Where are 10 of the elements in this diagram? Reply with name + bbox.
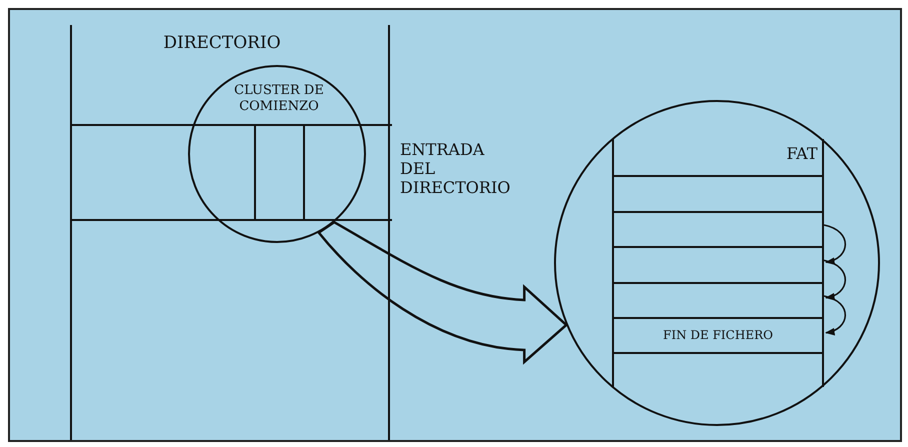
curved-arrow [824,295,846,335]
magnifier-circle [554,100,880,426]
row-label: FIN DE FICHERO [662,328,774,342]
block-arrow [318,220,568,364]
circle-label: CLUSTER DE COMIENZO [233,83,325,114]
table-heading: DIRECTORIO [162,33,282,54]
table-heading: FAT [785,144,819,164]
curved-arrow [824,224,846,264]
row-caption: ENTRADA DEL DIRECTORIO [400,140,510,198]
curved-arrow [824,260,846,300]
